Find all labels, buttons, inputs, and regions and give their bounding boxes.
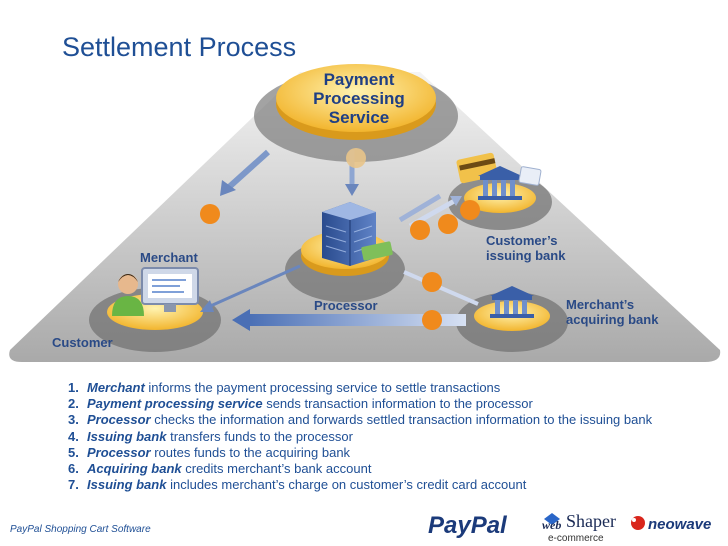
arrow-issuing-to-processor [398, 193, 442, 223]
step-badge-1 [200, 204, 220, 224]
step-badge-2 [346, 148, 366, 168]
page-title: Settlement Process [62, 32, 297, 62]
partner-logos: PayPal web Shaper e-commerce neowave [428, 511, 711, 544]
svg-text:web: web [542, 518, 561, 532]
payment-processing-service-label: Payment Processing Service [313, 70, 405, 127]
acquiring-bank-icon [490, 286, 534, 318]
flow-arrows [200, 149, 479, 331]
step-item: 3.Processor checks the information and f… [68, 412, 653, 428]
merchants-acquiring-bank-label: Merchant’s acquiring bank [566, 297, 659, 327]
step-item: 1.Merchant informs the payment processin… [68, 380, 501, 395]
arrow-acquiring-to-merchant [248, 314, 466, 326]
settlement-diagram [9, 64, 721, 362]
arrow-processor-to-merchant [205, 264, 301, 310]
svg-text:e-commerce: e-commerce [548, 533, 604, 544]
step-badge-6 [422, 310, 442, 330]
step-item: 4.Issuing bank transfers funds to the pr… [68, 428, 353, 444]
step-badges [200, 148, 480, 330]
processor-building-icon [322, 202, 393, 266]
paypal-logo: PayPal [428, 512, 508, 539]
merchant-person-icon [112, 267, 199, 316]
customer-label: Customer [52, 335, 113, 350]
footer-text: PayPal Shopping Cart Software [10, 524, 151, 535]
step-item: 2.Payment processing service sends trans… [68, 396, 533, 412]
step-item: 6.Acquiring bank credits merchant’s bank… [68, 461, 372, 477]
step-badge-5 [422, 272, 442, 292]
arrow-processor-to-acquiring [403, 270, 479, 306]
issuing-bank-icon [456, 152, 542, 200]
step-item: 7.Issuing bank includes merchant’s charg… [68, 477, 527, 493]
payment-service-disc [254, 64, 458, 162]
step-list: 1.Merchant informs the payment processin… [68, 380, 652, 493]
step-badge-7 [460, 200, 480, 220]
step-badge-4 [438, 214, 458, 234]
processor-label: Processor [314, 298, 378, 313]
neowave-logo: neowave [631, 516, 711, 533]
customers-issuing-bank-label: Customer’s issuing bank [486, 233, 566, 263]
arrow-merchant-to-service [225, 149, 271, 191]
svg-text:Shaper: Shaper [566, 511, 616, 531]
merchant-label: Merchant [140, 250, 198, 265]
acquiring-bank-disc [456, 292, 568, 352]
svg-text:PayPal: PayPal [428, 512, 508, 539]
step-badge-3 [410, 220, 430, 240]
webshaper-logo: web Shaper e-commerce [542, 511, 616, 544]
svg-text:neowave: neowave [648, 516, 711, 533]
step-item: 5.Processor routes funds to the acquirin… [68, 444, 351, 460]
